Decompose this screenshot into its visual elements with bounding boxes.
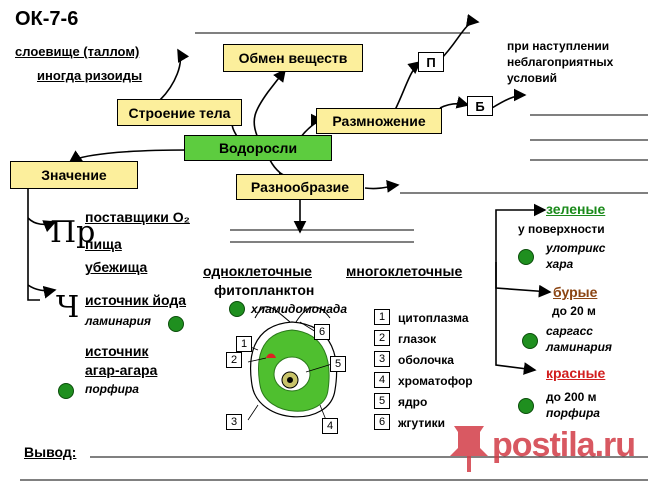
page-title: ОК-7-6 [15, 8, 79, 30]
phytoplankton-label: фитопланктон [214, 282, 315, 298]
oxygen-suppliers-label: поставщики O₂ [85, 209, 190, 225]
watermark-logo: postila.ru [444, 414, 636, 484]
laminaria-example: ламинария [85, 314, 151, 328]
brown-algae-title: бурые [553, 284, 598, 300]
unicellular-label: одноклеточные [203, 263, 312, 279]
side-letter-pr: Пр [50, 215, 96, 250]
reproduction-note-line-1: при наступлении [507, 39, 610, 53]
red-algae-depth: до 200 м [546, 390, 597, 404]
red-example-1: порфира [546, 406, 600, 420]
legend-number: 4 [374, 372, 390, 388]
shelter-label: убежища [85, 259, 148, 275]
chlamydomonas-dot [229, 301, 245, 317]
significance-box: Значение [10, 161, 138, 189]
cell-marker-3: 3 [226, 414, 242, 430]
conclusion-label: Вывод: [24, 444, 77, 460]
watermark-pin-icon [450, 426, 488, 472]
chlamydomonas-illustration [247, 306, 338, 421]
porphyra-example: порфира [85, 382, 139, 396]
reproduction-note-line-3: условий [507, 71, 557, 85]
legend-number: 2 [374, 330, 390, 346]
watermark-text: postila.ru [492, 426, 636, 464]
legend-label: оболочка [398, 353, 454, 367]
red-algae-title: красные [546, 365, 606, 381]
agar-source-label-2: агар-агара [85, 362, 158, 378]
letter-p-box: П [418, 52, 444, 72]
diversity-box: Разнообразие [236, 174, 364, 200]
cell-marker-5: 5 [330, 356, 346, 372]
brown-algae-dot [522, 333, 538, 349]
cell-marker-6: 6 [314, 324, 330, 340]
reproduction-box: Размножение [316, 108, 442, 134]
green-example-2: хара [546, 257, 574, 271]
food-label: пища [85, 236, 122, 252]
thallus-label: слоевище (таллом) [15, 44, 140, 59]
chlamydomonas-label: хламидомонада [251, 302, 347, 316]
reproduction-note-line-2: неблагоприятных [507, 55, 614, 69]
legend-number: 6 [374, 414, 390, 430]
legend-number: 5 [374, 393, 390, 409]
legend-label: глазок [398, 332, 437, 346]
legend-label: ядро [398, 395, 428, 409]
green-algae-depth: у поверхности [518, 222, 605, 236]
structure-box: Строение тела [117, 99, 242, 126]
rhizoids-label: иногда ризоиды [37, 68, 143, 83]
cell-marker-2: 2 [226, 352, 242, 368]
laminaria-dot [168, 316, 184, 332]
green-algae-dot [518, 249, 534, 265]
letter-b-box: Б [467, 96, 493, 116]
agar-source-label-1: источник [85, 343, 149, 359]
green-example-1: улотрикс [546, 241, 606, 255]
legend-label: хроматофор [398, 374, 473, 388]
multicellular-label: многоклеточные [346, 263, 463, 279]
side-letter-ch: Ч [56, 290, 80, 325]
green-algae-title: зеленые [546, 201, 606, 217]
iodine-source-label: источник йода [85, 292, 187, 308]
cell-marker-1: 1 [236, 336, 252, 352]
brown-algae-depth: до 20 м [552, 304, 596, 318]
reproduction-note: при наступлении неблагоприятных условий [507, 38, 613, 86]
cell-marker-4: 4 [322, 418, 338, 434]
metabolism-box: Обмен веществ [223, 44, 363, 72]
brown-example-2: ламинария [546, 340, 612, 354]
legend-label: цитоплазма [398, 311, 469, 325]
legend-number: 3 [374, 351, 390, 367]
red-algae-dot [518, 398, 534, 414]
algae-center-box: Водоросли [184, 135, 332, 161]
brown-example-1: саргасс [546, 324, 593, 338]
porphyra-dot [58, 383, 74, 399]
legend-label: жгутики [398, 416, 445, 430]
legend-number: 1 [374, 309, 390, 325]
